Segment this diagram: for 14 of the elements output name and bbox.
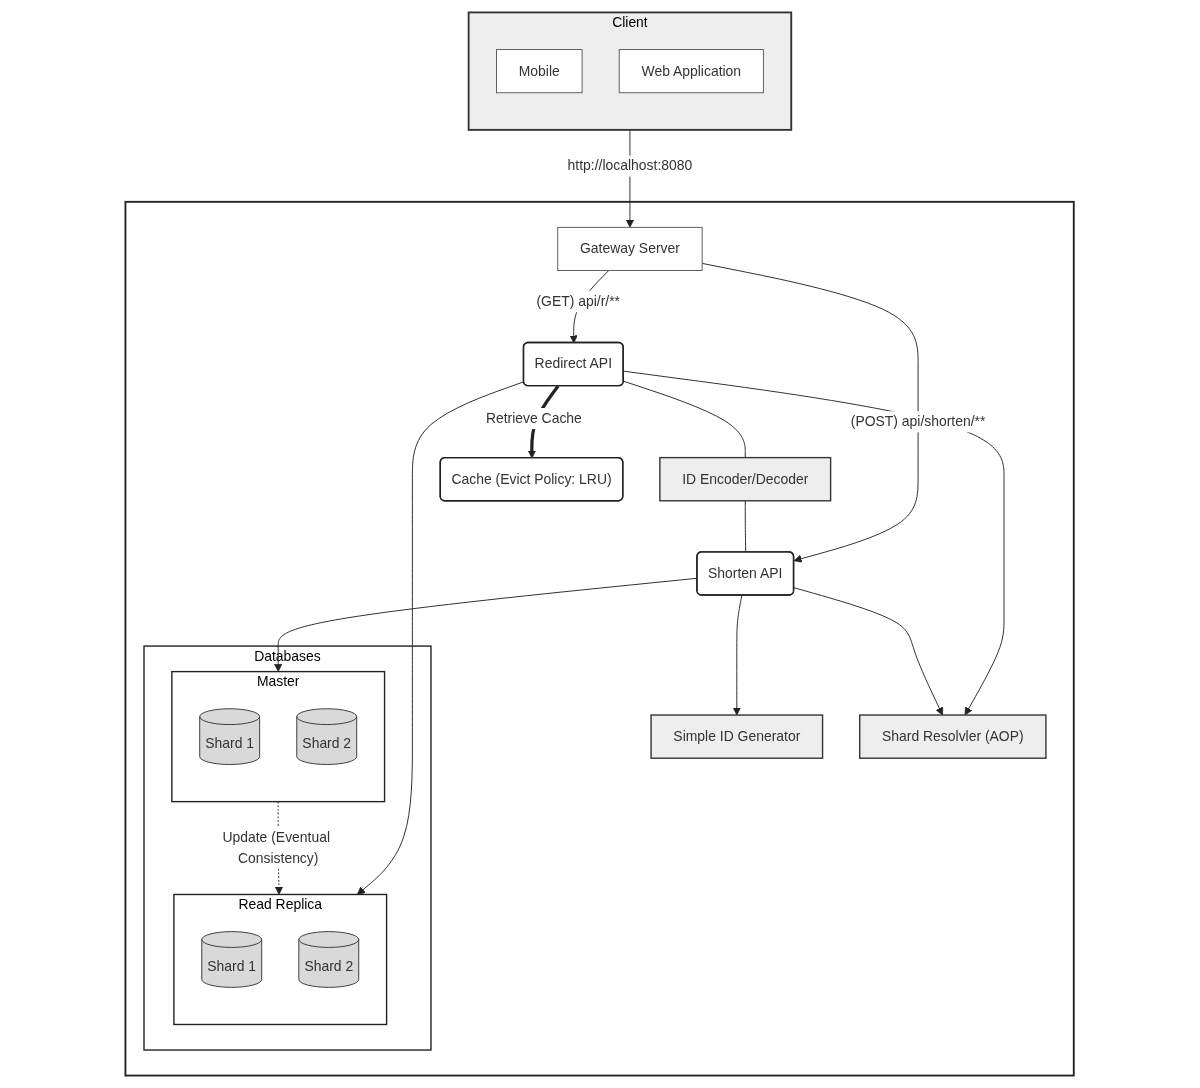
edge-label: (GET) api/r/**	[536, 292, 621, 309]
edge-label: (POST) api/shorten/**	[851, 413, 986, 429]
edge-label: Retrieve Cache	[486, 409, 583, 426]
node-box: Gateway Server	[557, 226, 703, 271]
node-box: Web Application	[619, 49, 765, 94]
node-box: ID Encoder/Decoder	[659, 456, 832, 502]
node-box: Mobile	[496, 49, 583, 94]
edge-label: Update (Eventual Consistency)	[222, 829, 331, 866]
connector	[623, 380, 747, 459]
cluster	[124, 200, 1076, 1077]
node-box: Simple ID Generator	[650, 714, 824, 759]
node-box: Shard Resolvler (AOP)	[859, 714, 1047, 759]
connector	[745, 500, 747, 553]
edge-label: http://localhost:8080	[568, 157, 693, 174]
